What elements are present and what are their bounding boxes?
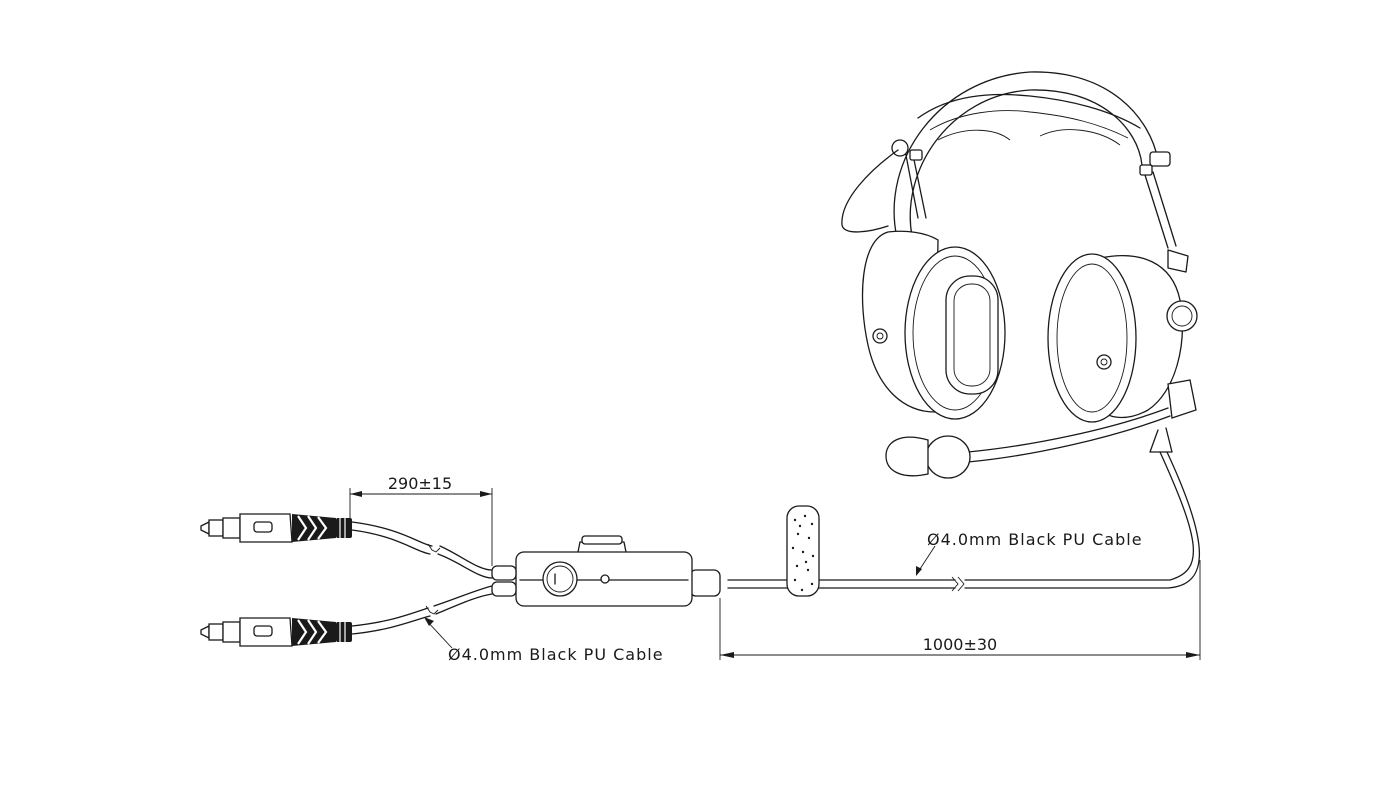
left-wire <box>841 149 899 233</box>
plug-icon-top <box>200 513 352 543</box>
dimension-main: 1000±30 <box>719 560 1201 660</box>
cable-label-top: Ø4.0mm Black PU Cable <box>916 530 1143 576</box>
main-length-text: 1000±30 <box>923 635 997 654</box>
right-ear-cushion <box>1047 253 1137 423</box>
left-ear-opening <box>945 275 999 395</box>
split-length-text: 290±15 <box>388 474 452 493</box>
cable-label-bottom: Ø4.0mm Black PU Cable <box>424 617 664 664</box>
plug-icon-bottom <box>200 617 352 647</box>
mic-boom <box>967 407 1169 453</box>
indicator-led <box>600 574 610 584</box>
headset-icon <box>841 71 1198 479</box>
main-cable <box>727 451 1201 592</box>
cable-clip-icon <box>786 505 820 597</box>
mic-foam <box>925 435 971 479</box>
control-box-icon <box>491 535 721 607</box>
right-adjust-knob <box>1149 151 1171 167</box>
dimension-split: 290±15 <box>349 474 493 566</box>
split-cables <box>351 521 493 635</box>
cable-spec-bottom: Ø4.0mm Black PU Cable <box>448 645 664 664</box>
left-adjust-knob <box>891 139 909 157</box>
boom-pivot <box>1167 379 1197 419</box>
power-switch <box>542 561 578 597</box>
cable-spec-top: Ø4.0mm Black PU Cable <box>927 530 1143 549</box>
headband-inner <box>909 89 1143 237</box>
headband-outer <box>893 71 1159 239</box>
headband-pad <box>917 93 1141 129</box>
volume-knob <box>1166 300 1198 332</box>
